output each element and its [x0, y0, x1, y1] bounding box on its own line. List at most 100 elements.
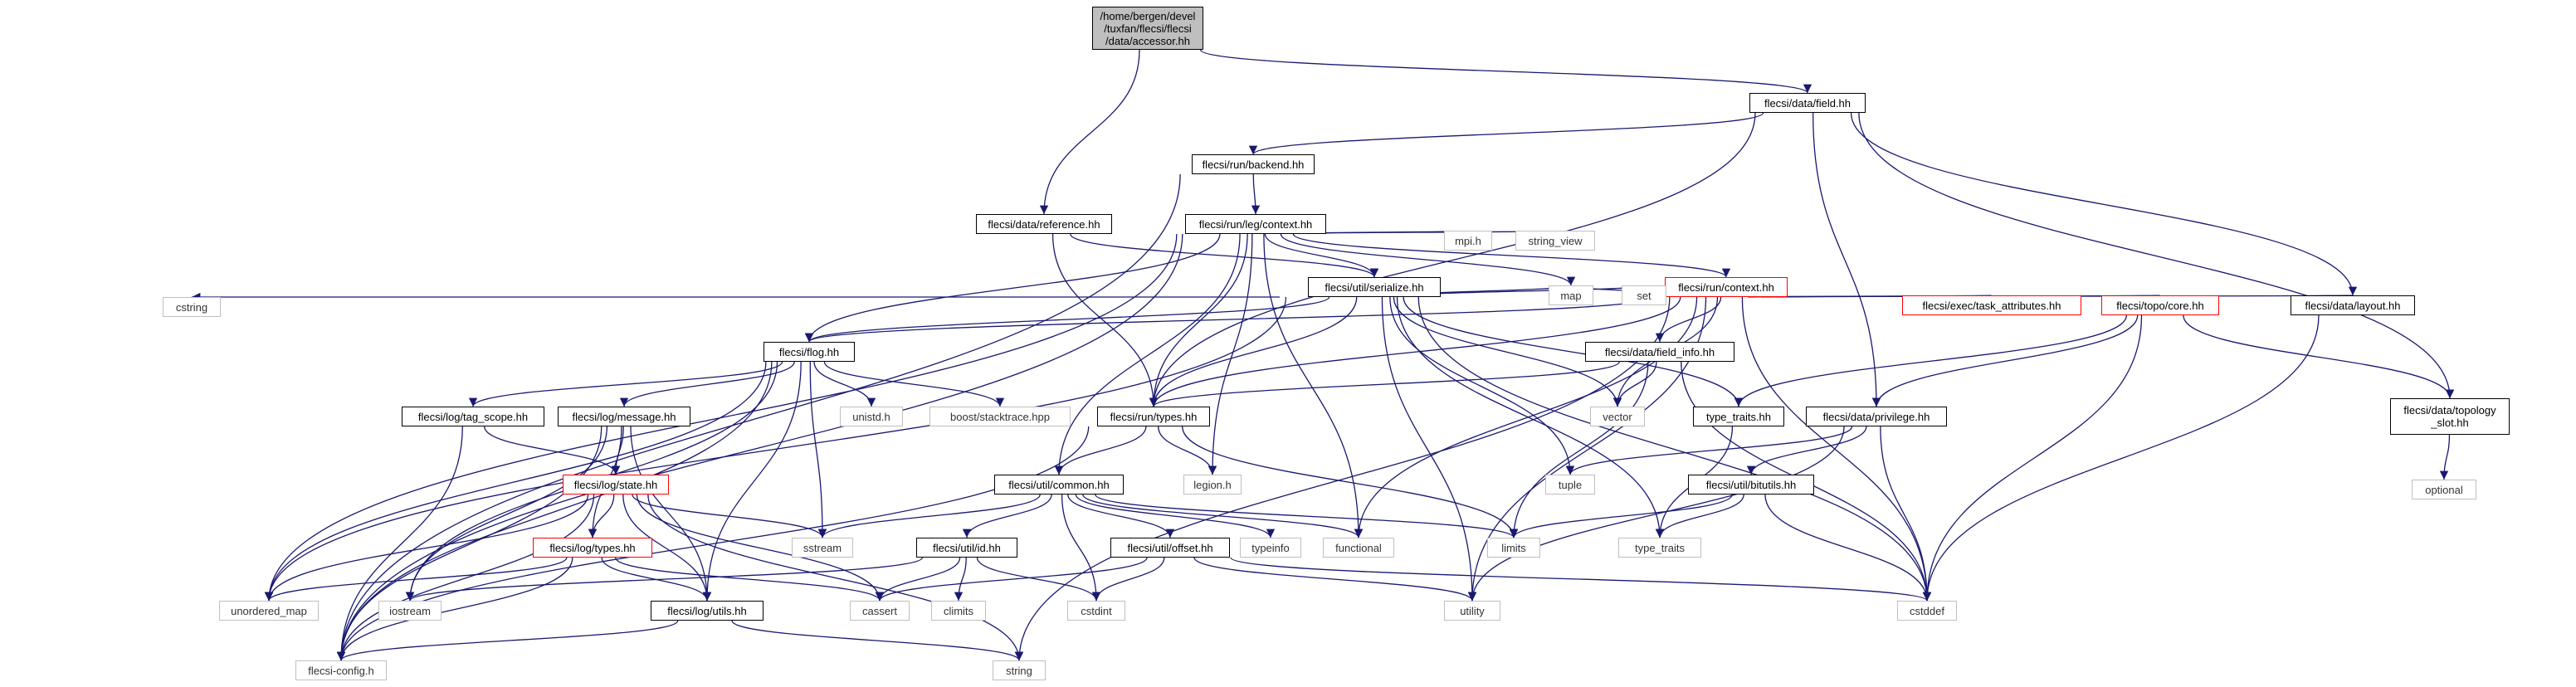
edge-serialize-to-utility — [1381, 296, 1477, 602]
node-set[interactable]: set — [1622, 285, 1666, 305]
node-util-common-hh[interactable]: flecsi/util/common.hh — [994, 475, 1124, 495]
node-unordered-map[interactable]: unordered_map — [219, 601, 319, 621]
node-run-types-hh[interactable]: flecsi/run/types.hh — [1097, 407, 1210, 426]
node-vector[interactable]: vector — [1590, 407, 1645, 426]
edge-flog-to-stacktrace — [823, 361, 1005, 407]
edge-common-to-offset — [1067, 494, 1175, 538]
node-run-context-hh[interactable]: flecsi/run/context.hh — [1665, 277, 1788, 297]
edge-log_utils-to-flecsi_config — [336, 620, 679, 661]
edge-run_types-to-limits — [1182, 426, 1519, 538]
node-type-traits-hh[interactable]: type_traits.hh — [1693, 407, 1784, 426]
edge-topology_slot-to-optional — [2439, 434, 2451, 480]
edge-flog-to-log_utils — [702, 361, 802, 602]
node-utility[interactable]: utility — [1444, 601, 1500, 621]
node-cstdint[interactable]: cstdint — [1067, 601, 1125, 621]
node-topo-core-hh[interactable]: flecsi/topo/core.hh — [2101, 295, 2219, 315]
edge-serialize-to-type_traits — [1396, 296, 1665, 538]
edge-bitutils-to-limits — [1509, 494, 1733, 538]
edge-log_types-to-cassert — [615, 557, 885, 602]
node-cstring[interactable]: cstring — [163, 297, 221, 317]
edge-leg_context-to-run_context — [1292, 233, 1730, 278]
edge-field-to-run_types — [1149, 112, 1756, 407]
node-functional[interactable]: functional — [1323, 538, 1394, 558]
node-string-view[interactable]: string_view — [1515, 231, 1595, 251]
node-util-serialize-hh[interactable]: flecsi/util/serialize.hh — [1308, 277, 1441, 297]
node-data-layout-hh[interactable]: flecsi/data/layout.hh — [2291, 295, 2415, 315]
edge-offset-to-cstdint — [1091, 557, 1165, 602]
node-log-types-hh[interactable]: flecsi/log/types.hh — [533, 538, 652, 558]
node-legion-h[interactable]: legion.h — [1183, 475, 1242, 495]
edge-run_context-to-run_types — [1149, 296, 1681, 407]
node-type-traits[interactable]: type_traits — [1618, 538, 1701, 558]
edge-message-to-flecsi_config — [336, 426, 603, 661]
edge-run_context-to-string — [1014, 296, 1671, 661]
edge-reference-to-run_types — [1051, 233, 1159, 407]
node-typeinfo[interactable]: typeinfo — [1240, 538, 1301, 558]
edge-field_info-to-run_types — [1149, 361, 1620, 407]
edge-tag_scope-to-flecsi_config — [336, 426, 463, 661]
node-data-field-hh[interactable]: flecsi/data/field.hh — [1749, 93, 1866, 113]
node-cstddef[interactable]: cstddef — [1897, 601, 1957, 621]
node-exec-task-attributes-hh[interactable]: flecsi/exec/task_attributes.hh — [1902, 295, 2081, 315]
node-run-backend-hh[interactable]: flecsi/run/backend.hh — [1192, 154, 1315, 174]
edge-log_state-to-flecsi_config — [336, 494, 595, 661]
edge-common-to-util_id — [962, 494, 1052, 538]
edge-flog-to-unordered_map — [264, 361, 767, 602]
node-util-offset-hh[interactable]: flecsi/util/offset.hh — [1110, 538, 1230, 558]
edge-serialize-to-cstddef — [1417, 296, 1932, 602]
node-tuple[interactable]: tuple — [1545, 475, 1595, 495]
edge-accessor-to-field — [1199, 49, 1812, 94]
edge-log_state-to-log_utils — [622, 494, 712, 602]
node-iostream[interactable]: iostream — [378, 601, 442, 621]
node-boost-stacktrace[interactable]: boost/stacktrace.hpp — [929, 407, 1071, 426]
node-limits[interactable]: limits — [1487, 538, 1540, 558]
edge-flog-to-tag_scope — [468, 361, 783, 407]
edge-tag_scope-to-log_state — [484, 426, 621, 475]
node-util-bitutils-hh[interactable]: flecsi/util/bitutils.hh — [1688, 475, 1814, 495]
node-data-topology-slot-hh[interactable]: flecsi/data/topology _slot.hh — [2390, 398, 2510, 435]
node-mpi-h[interactable]: mpi.h — [1444, 231, 1492, 251]
node-data-field-info-hh[interactable]: flecsi/data/field_info.hh — [1585, 342, 1734, 362]
node-cassert[interactable]: cassert — [850, 601, 910, 621]
edge-leg_context-to-flecsi_config — [336, 233, 1183, 661]
edge-log_state-to-string — [647, 494, 1024, 661]
edge-serialize-to-vector — [1393, 296, 1622, 407]
node-data-reference-hh[interactable]: flecsi/data/reference.hh — [976, 214, 1112, 234]
edge-flog-to-sstream — [809, 361, 827, 538]
edge-reference-to-serialize — [1070, 233, 1379, 278]
node-optional[interactable]: optional — [2412, 480, 2476, 499]
edge-common-to-functional — [1082, 494, 1364, 538]
edge-util_id-to-cassert — [875, 557, 961, 602]
edge-message-to-iostream — [405, 426, 608, 602]
edge-field-to-backend — [1249, 112, 1764, 155]
node-accessor-hh[interactable]: /home/bergen/devel /tuxfan/flecsi/flecsi… — [1092, 7, 1203, 50]
edge-log_state-to-unordered_map — [264, 494, 589, 602]
edge-topo_core-to-type_traits_hh — [1734, 314, 2128, 407]
edge-log_utils-to-string — [731, 620, 1024, 661]
node-climits[interactable]: climits — [931, 601, 986, 621]
node-map[interactable]: map — [1549, 285, 1593, 305]
edge-leg_context-to-common — [1054, 233, 1241, 475]
edge-flog-to-unistd — [813, 361, 876, 407]
node-string[interactable]: string — [993, 660, 1046, 680]
edge-leg_context-to-serialize — [1264, 233, 1379, 278]
node-data-privilege-hh[interactable]: flecsi/data/privilege.hh — [1806, 407, 1947, 426]
edge-field-to-layout — [1850, 112, 2358, 296]
node-util-id-hh[interactable]: flecsi/util/id.hh — [916, 538, 1017, 558]
edge-run_types-to-legion — [1158, 426, 1217, 475]
node-run-leg-context-hh[interactable]: flecsi/run/leg/context.hh — [1185, 214, 1326, 234]
node-sstream[interactable]: sstream — [792, 538, 853, 558]
edge-privilege-to-bitutils — [1746, 426, 1867, 475]
node-unistd-h[interactable]: unistd.h — [840, 407, 903, 426]
node-log-utils-hh[interactable]: flecsi/log/utils.hh — [651, 601, 764, 621]
node-log-tag-scope-hh[interactable]: flecsi/log/tag_scope.hh — [402, 407, 544, 426]
node-flog-hh[interactable]: flecsi/flog.hh — [764, 342, 855, 362]
edge-privilege-to-cstddef — [1880, 426, 1932, 602]
node-flecsi-config-h[interactable]: flecsi-config.h — [295, 660, 387, 680]
node-log-state-hh[interactable]: flecsi/log/state.hh — [563, 475, 669, 495]
edge-log_state-to-cassert — [636, 494, 885, 602]
node-log-message-hh[interactable]: flecsi/log/message.hh — [558, 407, 690, 426]
edge-field-to-topology_slot — [1858, 112, 2455, 399]
edge-offset-to-utility — [1193, 557, 1477, 602]
